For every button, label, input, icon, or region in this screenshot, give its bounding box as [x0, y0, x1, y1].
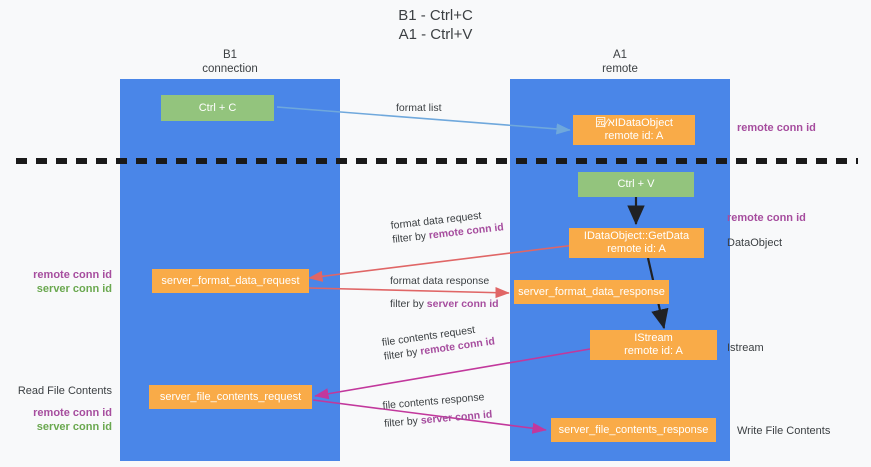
annotation-right-dataobject-text: DataObject — [727, 237, 783, 249]
annotation-right-write-file-contents-text: Write File Contents — [737, 425, 831, 437]
edge-label-format-data-response: format data response filter by server co… — [390, 274, 499, 311]
annotation-right-dataobject: DataObject — [727, 236, 782, 250]
node-istream-line1: IStream — [634, 332, 673, 344]
node-ctrl-v[interactable]: Ctrl + V — [578, 172, 694, 197]
node-idataobject-remote-line2: remote id: A — [604, 130, 664, 142]
annotation-right-remote-conn-id-mid: remote conn id — [727, 211, 806, 225]
node-ctrl-c-label: Ctrl + C — [198, 101, 237, 114]
edge-label-format-data-response-highlight: server conn id — [426, 298, 499, 310]
annotation-right-remote-conn-id-mid-text: remote conn id — [727, 212, 806, 224]
annotation-left-conn-ids-mid: remote conn id server conn id — [0, 268, 112, 296]
lane-header-b1: B1 connection — [120, 48, 340, 76]
edge-label-format-data-response-prefix: filter by — [390, 298, 427, 310]
annotation-right-remote-conn-id-top-text: remote conn id — [737, 122, 816, 134]
page-title: B1 - Ctrl+C A1 - Ctrl+V — [0, 6, 871, 44]
node-idataobject-getdata[interactable]: IDataObject::GetData remote id: A — [569, 228, 704, 258]
lane-header-a1-subtitle: remote — [602, 63, 638, 75]
annotation-right-remote-conn-id-top: remote conn id — [737, 121, 816, 135]
connector-format-data-response — [308, 287, 510, 299]
node-ctrl-v-label: Ctrl + V — [617, 178, 655, 190]
annotation-right-istream-text: Istream — [727, 342, 764, 354]
node-idataobject-getdata-line1: IDataObject::GetData — [583, 230, 690, 242]
connector-file-contents-request — [314, 348, 591, 400]
edge-label-format-list-text: format list — [396, 102, 442, 114]
node-server-file-contents-request-label: server_file_contents_request — [159, 390, 302, 403]
lane-header-a1-title: A1 — [612, 49, 628, 61]
lane-header-a1: A1 remote — [510, 48, 730, 76]
edge-label-format-data-response-line2: filter by server conn id — [390, 297, 499, 311]
title-line-1: B1 - Ctrl+C — [398, 7, 473, 24]
node-server-format-data-request[interactable]: server_format_data_request — [152, 269, 309, 293]
connector-format-list — [276, 106, 571, 135]
node-server-file-contents-request[interactable]: server_file_contents_request — [149, 385, 312, 409]
lane-header-b1-subtitle: connection — [202, 63, 258, 75]
annotation-left-read-file-contents-remote: remote conn id — [33, 407, 112, 419]
node-server-format-data-response[interactable]: server_format_data_response — [514, 280, 669, 304]
node-server-format-data-response-label: server_format_data_response — [518, 285, 665, 298]
node-ctrl-c[interactable]: Ctrl + C — [161, 95, 274, 121]
annotation-left-read-file-contents-heading: Read File Contents — [17, 385, 112, 397]
node-idataobject-remote-line1: 园⁄אIDataObject — [595, 117, 673, 129]
connector-file-contents-response — [312, 399, 547, 434]
annotation-left-conn-ids-mid-remote: remote conn id — [33, 269, 112, 281]
node-server-file-contents-response-label: server_file_contents_response — [558, 423, 709, 436]
node-istream-line2: remote id: A — [624, 345, 683, 357]
annotation-right-write-file-contents: Write File Contents — [737, 424, 830, 438]
annotation-left-read-file-contents-server: server conn id — [36, 421, 112, 433]
node-idataobject-remote[interactable]: 园⁄אIDataObject remote id: A — [573, 115, 695, 145]
edge-label-file-contents-response-prefix: filter by — [383, 414, 422, 430]
title-line-2: A1 - Ctrl+V — [398, 26, 473, 43]
node-idataobject-getdata-line2: remote id: A — [607, 243, 666, 255]
lane-header-b1-title: B1 — [222, 49, 238, 61]
node-server-file-contents-response[interactable]: server_file_contents_response — [551, 418, 716, 442]
annotation-right-istream: Istream — [727, 341, 764, 355]
annotation-left-read-file-contents: Read File Contents remote conn id server… — [0, 384, 112, 434]
edge-label-format-list: format list — [396, 101, 442, 115]
annotation-left-conn-ids-mid-server: server conn id — [36, 283, 112, 295]
node-istream[interactable]: IStream remote id: A — [590, 330, 717, 360]
node-server-format-data-request-label: server_format_data_request — [161, 274, 300, 287]
connector-format-data-request — [308, 244, 576, 282]
edge-label-format-data-response-line1: format data response — [390, 275, 490, 287]
